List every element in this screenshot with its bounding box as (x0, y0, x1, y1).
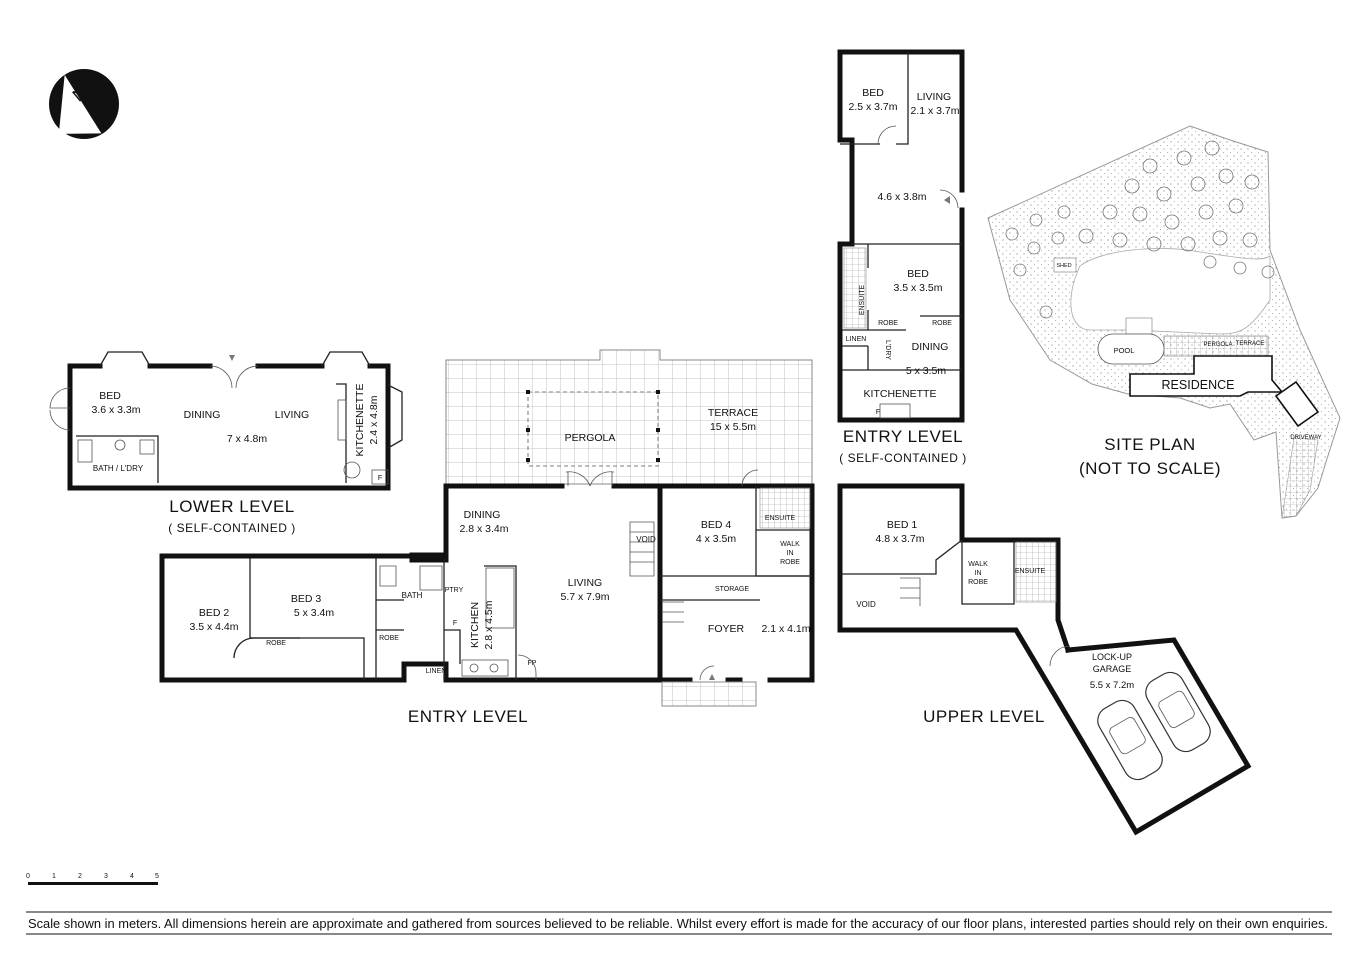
garage-dim: 5.5 x 7.2m (1090, 680, 1134, 691)
scale-tick-1: 1 (52, 873, 56, 880)
entry-void-label: VOID (636, 535, 656, 544)
site-shed-label: SHED (1056, 263, 1071, 269)
scale-tick-3: 3 (104, 873, 108, 880)
sc-robe-label-2: ROBE (932, 320, 952, 327)
sc-hall-dim: 4.6 x 3.8m (877, 191, 926, 203)
sc-entry-level-subtitle: ( SELF-CONTAINED ) (839, 451, 966, 465)
site-pergola-label: PERGOLA (1203, 342, 1232, 348)
bed4-ensuite-label: ENSUITE (765, 515, 796, 522)
entry-living-label: LIVING (568, 577, 602, 589)
garage-label-2: GARAGE (1093, 664, 1132, 674)
north-arrow-icon: N (49, 69, 119, 139)
upper-wir-label-2: IN (975, 570, 982, 577)
sc-laundry-label: L'DRY (884, 340, 891, 360)
sc-ensuite-label: ENSUITE (859, 285, 866, 316)
lower-bath-ldry-label: BATH / L'DRY (93, 464, 144, 473)
entry-kitchen-dim: 2.8 x 4.5m (483, 600, 495, 649)
site-terrace-label: TERRACE (1236, 341, 1265, 347)
sc-entry-level-title: ENTRY LEVEL (843, 427, 963, 446)
bed3-robe-label: ROBE (266, 640, 286, 647)
sc-bed2-label: BED (907, 268, 929, 280)
pantry-label: PTRY (445, 587, 464, 594)
sc-dining-dim: 5 x 3.5m (906, 365, 947, 377)
lower-living-label: LIVING (275, 409, 309, 421)
sc-bed2-dim: 3.5 x 3.5m (893, 282, 942, 294)
lower-level-subtitle: ( SELF-CONTAINED ) (168, 521, 295, 535)
car-icon (1145, 671, 1211, 753)
car-icon (1097, 699, 1163, 781)
foyer-label: FOYER (708, 623, 745, 635)
upper-ensuite-label: ENSUITE (1015, 568, 1046, 575)
lower-level-title: LOWER LEVEL (169, 497, 295, 516)
sc-kitchenette-label: KITCHENETTE (864, 388, 937, 400)
sc-robe-label-1: ROBE (878, 320, 898, 327)
entry-level-self-contained-plan: BED 2.5 x 3.7m LIVING 2.1 x 3.7m 4.6 x 3… (837, 49, 966, 465)
bed3-dim: 5 x 3.4m (294, 607, 335, 619)
entry-linen-label: LINEN (426, 668, 447, 675)
sc-living-dim: 2.1 x 3.7m (910, 105, 959, 117)
upper-wir-label-3: ROBE (968, 579, 988, 586)
sc-fridge-label: F (876, 409, 880, 416)
pergola-label: PERGOLA (565, 432, 616, 444)
site-plan-title: SITE PLAN (1104, 435, 1195, 454)
bed4-wir-label-1: WALK (780, 541, 800, 548)
bed4-wir-label-2: IN (787, 550, 794, 557)
terrace-label: TERRACE (708, 407, 758, 419)
scale-tick-2: 2 (78, 873, 82, 880)
upper-void-label: VOID (856, 600, 876, 609)
lower-level-plan: BED 3.6 x 3.3m DINING LIVING 7 x 4.8m KI… (49, 351, 403, 535)
disclaimer-text: Scale shown in meters. All dimensions he… (28, 917, 1328, 931)
scale-tick-0: 0 (26, 873, 30, 880)
entry-bath-label: BATH (402, 591, 423, 600)
entry-robe-label: ROBE (379, 635, 399, 642)
site-plan-subtitle: (NOT TO SCALE) (1079, 459, 1221, 478)
garage-label-1: LOCK-UP (1092, 652, 1132, 662)
site-residence-label: RESIDENCE (1162, 378, 1235, 392)
lower-living-dim: 7 x 4.8m (227, 433, 268, 445)
scale-bar: 0 1 2 3 4 5 (26, 873, 159, 885)
entry-living-dim: 5.7 x 7.9m (560, 591, 609, 603)
lower-fridge-label: F (378, 475, 382, 482)
upper-level-plan: BED 1 4.8 x 3.7m VOID WALK IN ROBE ENSUI… (837, 483, 1252, 836)
bed4-dim: 4 x 3.5m (696, 533, 737, 545)
site-driveway-label: DRIVEWAY (1290, 435, 1321, 441)
terrace-dim: 15 x 5.5m (710, 421, 756, 433)
bed4-label: BED 4 (701, 519, 732, 531)
sc-linen-label: LINEN (846, 336, 867, 343)
bed2-label: BED 2 (199, 607, 230, 619)
entry-dining-label: DINING (464, 509, 501, 521)
lower-kitchenette-label: KITCHENETTE (354, 384, 366, 457)
entry-level-plan: PERGOLA TERRACE 15 x 5.5m (159, 349, 815, 726)
entry-dining-dim: 2.8 x 3.4m (459, 523, 508, 535)
lower-bed-dim: 3.6 x 3.3m (91, 404, 140, 416)
sc-dining-label: DINING (912, 341, 949, 353)
upper-wir-label-1: WALK (968, 561, 988, 568)
bed1-label: BED 1 (887, 519, 918, 531)
site-plan: SHED POOL PERGOLA TERRACE RESIDENCE DRIV… (987, 125, 1341, 519)
upper-level-title: UPPER LEVEL (923, 707, 1045, 726)
foyer-dim: 2.1 x 4.1m (761, 623, 810, 635)
lower-dining-label: DINING (184, 409, 221, 421)
scale-tick-4: 4 (130, 873, 134, 880)
lower-kitchenette-dim: 2.4 x 4.8m (368, 395, 380, 444)
bed1-dim: 4.8 x 3.7m (875, 533, 924, 545)
sc-living-label: LIVING (917, 91, 951, 103)
entry-level-title: ENTRY LEVEL (408, 707, 528, 726)
bed4-wir-label-3: ROBE (780, 559, 800, 566)
tree-icons (1005, 140, 1275, 319)
sc-bed-dim: 2.5 x 3.7m (848, 101, 897, 113)
bed2-dim: 3.5 x 4.4m (189, 621, 238, 633)
residence-footprint (1129, 355, 1284, 397)
lower-bed-label: BED (99, 390, 121, 402)
entry-fridge-label: F (453, 620, 457, 627)
fireplace-label: FP (528, 660, 537, 667)
entry-kitchen-label: KITCHEN (469, 602, 481, 648)
scale-tick-5: 5 (155, 873, 159, 880)
sc-bed-label: BED (862, 87, 884, 99)
bed3-label: BED 3 (291, 593, 322, 605)
storage-label: STORAGE (715, 586, 749, 593)
site-pool-label: POOL (1114, 346, 1135, 355)
